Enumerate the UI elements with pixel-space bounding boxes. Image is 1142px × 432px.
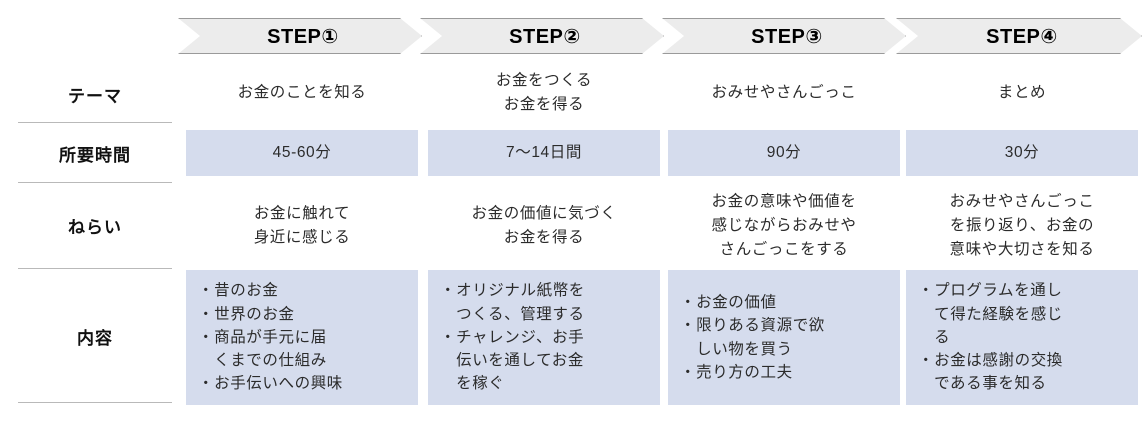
text-line: 90分 (766, 143, 802, 161)
bullet-line: くまでの仕組み (198, 352, 327, 370)
bullet-line: ・チャレンジ、お手 (440, 328, 585, 346)
bullet-line: つくる、管理する (440, 305, 585, 323)
row-label-content: 内容 (77, 328, 113, 348)
duration-cell-step4: 30分 (906, 130, 1138, 176)
row-divider-2 (18, 182, 172, 183)
theme-cell-step3: おみせやさんごっこ (668, 68, 900, 118)
step-header-3: STEP③ (662, 18, 906, 54)
duration-cell-step3: 90分 (668, 130, 900, 176)
content-cell-step1: ・昔のお金 ・世界のお金 ・商品が手元に届 くまでの仕組み ・お手伝いへの興味 (186, 270, 418, 405)
bullet-line: を稼ぐ (440, 375, 505, 393)
content-cell-step2: ・オリジナル紙幣を つくる、管理する ・チャレンジ、お手 伝いを通してお金 を稼… (428, 270, 660, 405)
bullet-line: ・プログラムを通し (918, 282, 1063, 300)
text-line: お金を得る (503, 96, 585, 113)
aim-cell-step1: お金に触れて 身近に感じる (186, 186, 418, 266)
step-header-label: STEP① (267, 25, 339, 48)
text-line: 身近に感じる (253, 229, 351, 246)
duration-cell-step1: 45-60分 (186, 130, 418, 176)
row-divider-4 (18, 402, 172, 403)
text-line: を振り返り、お金の (949, 216, 1095, 234)
bullet-line: ・売り方の工夫 (680, 363, 793, 381)
step-header-2: STEP② (420, 18, 664, 54)
aim-cell-step4: おみせやさんごっこ を振り返り、お金の 意味や大切さを知る (906, 186, 1138, 266)
text-line: 意味や大切さを知る (949, 241, 1095, 258)
text-line: お金を得る (503, 229, 585, 246)
row-label-duration: 所要時間 (59, 145, 131, 165)
text-line: まとめ (997, 83, 1047, 101)
text-line: お金の価値に気づく (471, 204, 617, 222)
text-line: 7〜14日間 (506, 143, 582, 161)
step-header-label: STEP② (509, 25, 581, 48)
bullet-line: ・昔のお金 (198, 282, 279, 300)
bullet-line: ・世界のお金 (198, 305, 295, 323)
duration-cell-step2: 7〜14日間 (428, 130, 660, 176)
bullet-line: しい物を買う (680, 340, 793, 358)
bullet-line: ・お金は感謝の交換 (918, 352, 1063, 370)
theme-cell-step1: お金のことを知る (186, 68, 418, 118)
text-line: 45-60分 (272, 143, 332, 161)
aim-cell-step3: お金の意味や価値を 感じながらおみせや さんごっこをする (668, 186, 900, 266)
row-label-theme: テーマ (68, 86, 122, 106)
row-divider-1 (18, 122, 172, 123)
bullet-line: ・お手伝いへの興味 (198, 375, 343, 393)
row-divider-3 (18, 268, 172, 269)
text-line: さんごっこをする (719, 241, 849, 258)
bullet-line: ・商品が手元に届 (198, 328, 327, 346)
step-header-label: STEP④ (986, 25, 1058, 48)
bullet-line: ・オリジナル紙幣を (440, 282, 585, 300)
step-header-4: STEP④ (896, 18, 1142, 54)
row-label-aim: ねらい (68, 217, 122, 237)
text-line: お金に触れて (253, 204, 351, 222)
content-cell-step4: ・プログラムを通し て得た経験を感じ る ・お金は感謝の交換 である事を知る (906, 270, 1138, 405)
aim-cell-step2: お金の価値に気づく お金を得る (428, 186, 660, 266)
bullet-line: て得た経験を感じ (918, 305, 1063, 323)
theme-cell-step4: まとめ (906, 68, 1138, 118)
text-line: お金をつくる (495, 71, 593, 89)
content-cell-step3: ・お金の価値 ・限りある資源で欲 しい物を買う ・売り方の工夫 (668, 270, 900, 405)
step-header-1: STEP① (178, 18, 422, 54)
theme-cell-step2: お金をつくる お金を得る (428, 68, 660, 118)
bullet-line: る (918, 328, 951, 346)
bullet-line: ・限りある資源で欲 (680, 317, 825, 335)
text-line: おみせやさんごっこ (949, 192, 1095, 210)
text-line: お金のことを知る (237, 83, 367, 101)
step-header-label: STEP③ (751, 25, 823, 48)
text-line: おみせやさんごっこ (711, 83, 857, 101)
bullet-line: である事を知る (918, 375, 1047, 393)
text-line: 30分 (1004, 143, 1040, 161)
bullet-line: 伝いを通してお金 (440, 352, 584, 370)
text-line: お金の意味や価値を (711, 192, 857, 210)
bullet-line: ・お金の価値 (680, 294, 777, 311)
text-line: 感じながらおみせや (711, 216, 857, 234)
